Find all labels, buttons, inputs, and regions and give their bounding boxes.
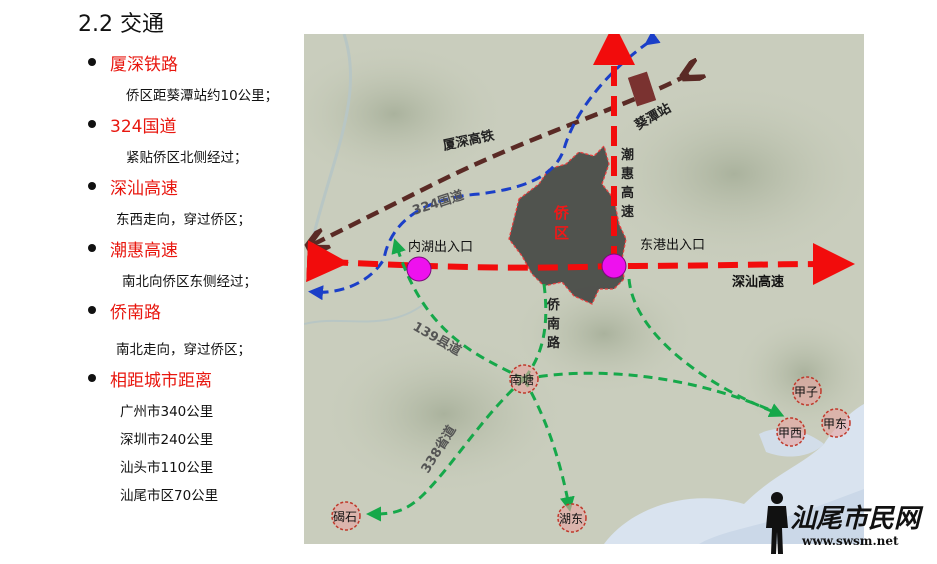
heading-qiaonan-road: 侨南路 <box>110 303 161 323</box>
watermark: 汕尾市民网 www.swsm.net <box>762 490 927 560</box>
nantang-marker <box>509 364 539 394</box>
hudong-marker <box>557 503 587 533</box>
jiadong-marker <box>821 408 851 438</box>
label-shenshan-expressway: 深汕高速 <box>732 274 784 290</box>
list-bullet <box>88 120 96 128</box>
list-bullet <box>88 306 96 314</box>
watermark-logo-text: 汕尾市民网 <box>790 504 921 534</box>
label-qiaoqu-2: 区 <box>554 224 569 242</box>
person-silhouette-icon <box>766 492 788 554</box>
label-jieshi: 碣石 <box>333 510 357 524</box>
river <box>304 303 425 325</box>
qiaonan-road-line <box>522 283 548 380</box>
road-donggang-to-jiazi <box>627 278 775 414</box>
list-bullet <box>88 182 96 190</box>
jiazi-marker <box>792 376 822 406</box>
shengdao-338-line <box>366 377 525 522</box>
terrain-patch <box>324 334 564 494</box>
label-neihu-entrance: 内湖出入口 <box>408 239 473 255</box>
terrain-patch <box>594 84 864 264</box>
heading-national-road-324: 324国道 <box>110 117 177 137</box>
heading-xiashen-railway: 厦深铁路 <box>110 55 178 75</box>
label-qiaonan-road-3: 路 <box>547 335 561 351</box>
terrain-patch <box>734 314 864 434</box>
sea <box>604 404 864 544</box>
road-to-jiaxi <box>523 371 785 417</box>
detail-national-road-324: 紧贴侨区北侧经过； <box>126 150 248 166</box>
distance-shantou: 汕头市110公里 <box>120 460 214 476</box>
traffic-map: 厦深高铁 葵潭站 潮 惠 高 速 324国道 侨 区 内湖出入口 东港出入口 深… <box>304 34 864 544</box>
sea <box>699 489 864 544</box>
label-nantang: 南塘 <box>510 372 534 387</box>
map-svg: 厦深高铁 葵潭站 潮 惠 高 速 324国道 侨 区 内湖出入口 东港出入口 深… <box>304 34 864 544</box>
detail-shenshan-expressway: 东西走向，穿过侨区； <box>116 212 251 228</box>
list-bullet <box>88 58 96 66</box>
label-qiaonan-road-1: 侨 <box>546 297 561 313</box>
label-qiaoqu-1: 侨 <box>553 204 570 222</box>
label-donggang-entrance: 东港出入口 <box>640 238 705 253</box>
terrain-patch <box>514 274 694 394</box>
distance-shenzhen: 深圳市240公里 <box>120 432 214 448</box>
neihu-interchange <box>406 256 432 282</box>
detail-chaohui-expressway: 南北向侨区东侧经过； <box>122 274 257 290</box>
jieshi-marker <box>331 501 361 531</box>
distance-shanwei: 汕尾市区70公里 <box>120 488 219 504</box>
road-to-hudong <box>522 378 575 512</box>
label-chaohui-expressway-4: 速 <box>621 204 634 220</box>
national-road-324-line <box>308 34 661 301</box>
label-qiaonan-road-2: 南 <box>547 316 560 332</box>
label-chaohui-expressway-3: 高 <box>621 185 634 201</box>
list-bullet <box>88 374 96 382</box>
heading-city-distances: 相距城市距离 <box>110 371 212 391</box>
heading-chaohui-expressway: 潮惠高速 <box>110 241 178 261</box>
label-jiazi: 甲子 <box>794 385 818 399</box>
xiandao-139-line <box>391 238 525 381</box>
label-jiaxi: 甲西 <box>778 426 802 440</box>
section-title: 2.2 交通 <box>78 12 164 37</box>
list-bullet <box>88 244 96 252</box>
label-jiadong: 甲东 <box>823 417 847 431</box>
label-chaohui-expressway-1: 潮 <box>621 147 634 163</box>
detail-xiashen-railway: 侨区距葵潭站约10公里； <box>126 88 279 104</box>
jiaxi-marker <box>776 417 806 447</box>
label-hudong: 湖东 <box>559 511 583 526</box>
watermark-url: www.swsm.net <box>802 534 899 548</box>
label-chaohui-expressway-2: 惠 <box>621 166 634 182</box>
donggang-interchange <box>601 253 627 279</box>
distance-guangzhou: 广州市340公里 <box>120 404 214 420</box>
detail-qiaonan-road: 南北走向，穿过侨区； <box>116 342 251 358</box>
heading-shenshan-expressway: 深汕高速 <box>110 179 178 199</box>
